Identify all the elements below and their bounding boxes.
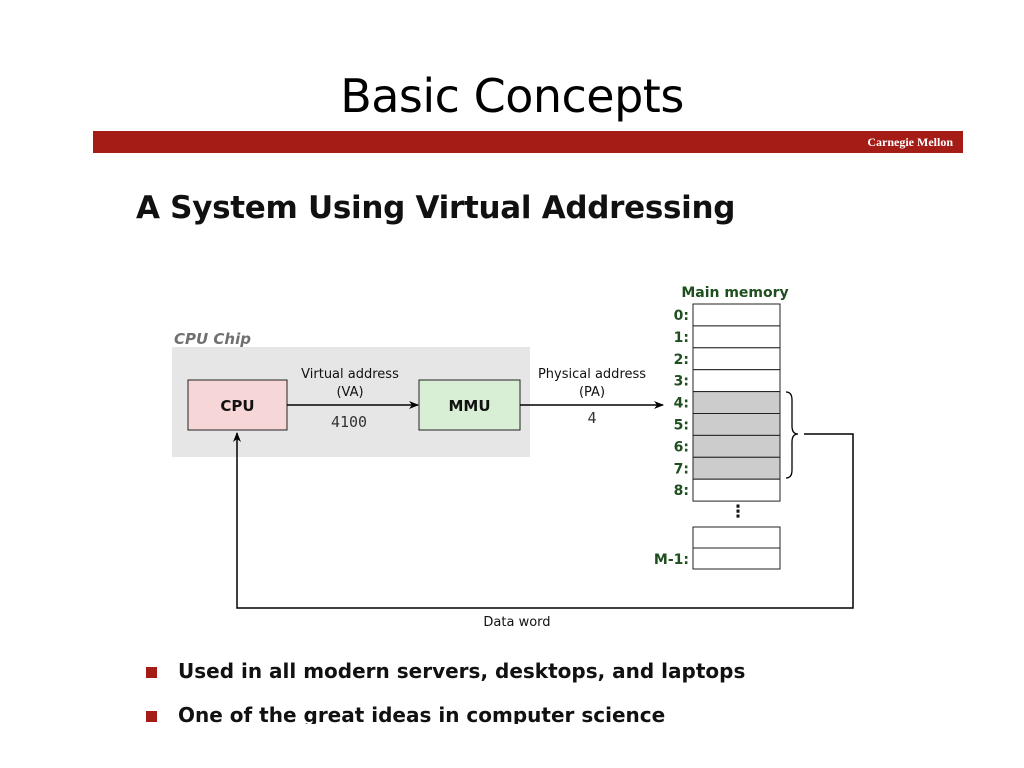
memory-row-label: 3: — [674, 374, 689, 390]
data-word-return-line — [233, 432, 854, 609]
memory-cell — [692, 303, 781, 327]
slide-bottom-clip — [0, 724, 1024, 768]
virtual-address-abbrev: (VA) — [336, 385, 363, 400]
memory-cell-last — [692, 547, 781, 570]
memory-rows: 0: 1: 2: 3: 4: 5: 6: 7: 8: — [674, 303, 781, 502]
slide-heading: A System Using Virtual Addressing — [136, 190, 736, 226]
memory-cell — [692, 391, 781, 415]
main-memory-label: Main memory — [681, 285, 788, 301]
bullet-item: Used in all modern servers, desktops, an… — [146, 656, 745, 700]
cpu-chip-label: CPU Chip — [174, 330, 251, 348]
memory-row-label: 5: — [674, 418, 689, 434]
physical-address-abbrev: (PA) — [579, 385, 605, 400]
brand-label: Carnegie Mellon — [867, 135, 953, 149]
virtual-address-label: Virtual address — [301, 367, 399, 382]
physical-address-label: Physical address — [538, 367, 646, 382]
header-bar: Carnegie Mellon — [93, 131, 963, 153]
memory-row-label: 6: — [674, 439, 689, 455]
bullet-list: Used in all modern servers, desktops, an… — [146, 656, 745, 744]
memory-ellipsis: ⋮ — [730, 502, 747, 522]
virtual-address-value: 4100 — [331, 413, 367, 431]
square-bullet-icon — [146, 667, 157, 678]
memory-cell — [692, 456, 781, 480]
memory-row-label: 0: — [674, 308, 689, 324]
memory-row-label: 8: — [674, 483, 689, 499]
memory-last-row-label: M-1: — [654, 552, 689, 568]
bullet-item: One of the great ideas in computer scien… — [146, 700, 745, 744]
memory-row-label: 7: — [674, 461, 689, 477]
bullet-text: One of the great ideas in computer scien… — [178, 703, 666, 727]
memory-row-label: 1: — [674, 330, 689, 346]
memory-cell — [692, 478, 781, 502]
data-word-label: Data word — [483, 615, 550, 630]
data-word-brace — [785, 391, 799, 479]
memory-cell — [692, 347, 781, 371]
page-title: Basic Concepts — [340, 69, 684, 123]
physical-address-value: 4 — [587, 409, 596, 427]
memory-cell-penultimate — [692, 526, 781, 549]
memory-cell — [692, 369, 781, 393]
cpu-box — [187, 379, 288, 431]
bullet-text: Used in all modern servers, desktops, an… — [178, 659, 746, 683]
memory-row-label: 2: — [674, 352, 689, 368]
cpu-label: CPU — [220, 397, 254, 415]
memory-row-label: 4: — [674, 396, 689, 412]
square-bullet-icon — [146, 711, 157, 722]
memory-cell — [692, 434, 781, 458]
memory-cell — [692, 413, 781, 436]
mmu-label: MMU — [448, 397, 490, 415]
memory-cell — [692, 325, 781, 349]
